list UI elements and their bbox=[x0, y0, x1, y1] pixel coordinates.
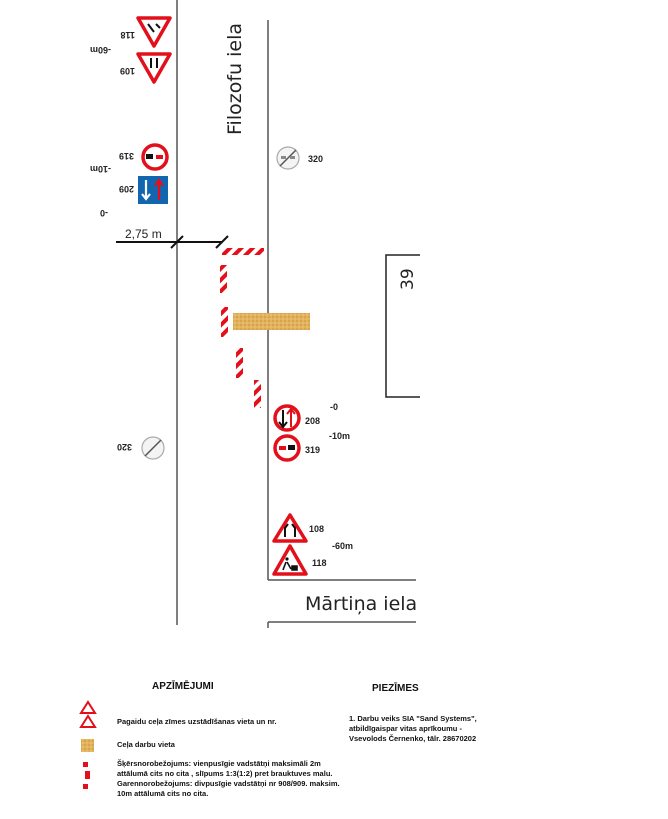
street-name-filozofu: Filozofu iela bbox=[224, 23, 246, 135]
sign-118-icon bbox=[272, 544, 308, 576]
legend-item-signs: Pagaidu ceļa zīmes uzstādīšanas vieta un… bbox=[117, 717, 277, 726]
legend-title: APZĪMĒJUMI bbox=[152, 681, 214, 692]
dimension-label: 2,75 m bbox=[125, 227, 162, 241]
sign-label: -10m bbox=[90, 164, 111, 174]
sign-label: 320 bbox=[117, 442, 132, 452]
sign-208-icon bbox=[273, 404, 301, 432]
sign-label: 109 bbox=[120, 66, 135, 76]
sign-label: 118 bbox=[120, 30, 135, 40]
sign-label: 208 bbox=[305, 416, 320, 426]
sign-label: 319 bbox=[119, 151, 134, 161]
legend-item-barriers: Šķērsnorobežojums: vienpusīgie vadstātņi… bbox=[117, 759, 340, 798]
sign-label: 320 bbox=[308, 154, 323, 164]
legend-item-work-zone: Ceļa darbu vieta bbox=[117, 740, 175, 749]
sign-label: -0 bbox=[100, 208, 108, 218]
notes-title: PIEZĪMES bbox=[372, 683, 419, 694]
sign-label: 319 bbox=[305, 445, 320, 455]
building-number: 39 bbox=[398, 268, 418, 290]
sign-label: 209 bbox=[119, 184, 134, 194]
barrier-hatched bbox=[220, 248, 264, 408]
sign-320-end-no-overtaking-icon bbox=[276, 146, 300, 170]
sign-label: -0 bbox=[330, 402, 338, 412]
sign-label: -10m bbox=[329, 431, 350, 441]
sign-label: 118 bbox=[312, 558, 327, 568]
sign-label: -60m bbox=[90, 45, 111, 55]
legend-barrier-icon bbox=[83, 762, 90, 789]
sign-109-icon-left bbox=[136, 52, 172, 84]
work-zone bbox=[233, 313, 310, 330]
sign-118-icon-left bbox=[136, 16, 172, 48]
sign-319-icon bbox=[273, 434, 301, 462]
legend-work-zone-icon bbox=[81, 739, 94, 752]
street-name-martina: Mārtiņa iela bbox=[305, 593, 417, 615]
notes-text: 1. Darbu veiks SIA "Sand Systems", atbil… bbox=[349, 714, 477, 743]
sign-108-icon bbox=[272, 513, 308, 543]
sign-320-end-no-overtaking-icon-left bbox=[141, 436, 165, 460]
sign-label: 108 bbox=[309, 524, 324, 534]
sign-209-icon-left bbox=[138, 176, 168, 204]
building-outline bbox=[385, 254, 420, 398]
sign-319-icon-left bbox=[141, 143, 169, 171]
sign-label: -60m bbox=[332, 541, 353, 551]
legend-sign-icon bbox=[79, 700, 97, 728]
